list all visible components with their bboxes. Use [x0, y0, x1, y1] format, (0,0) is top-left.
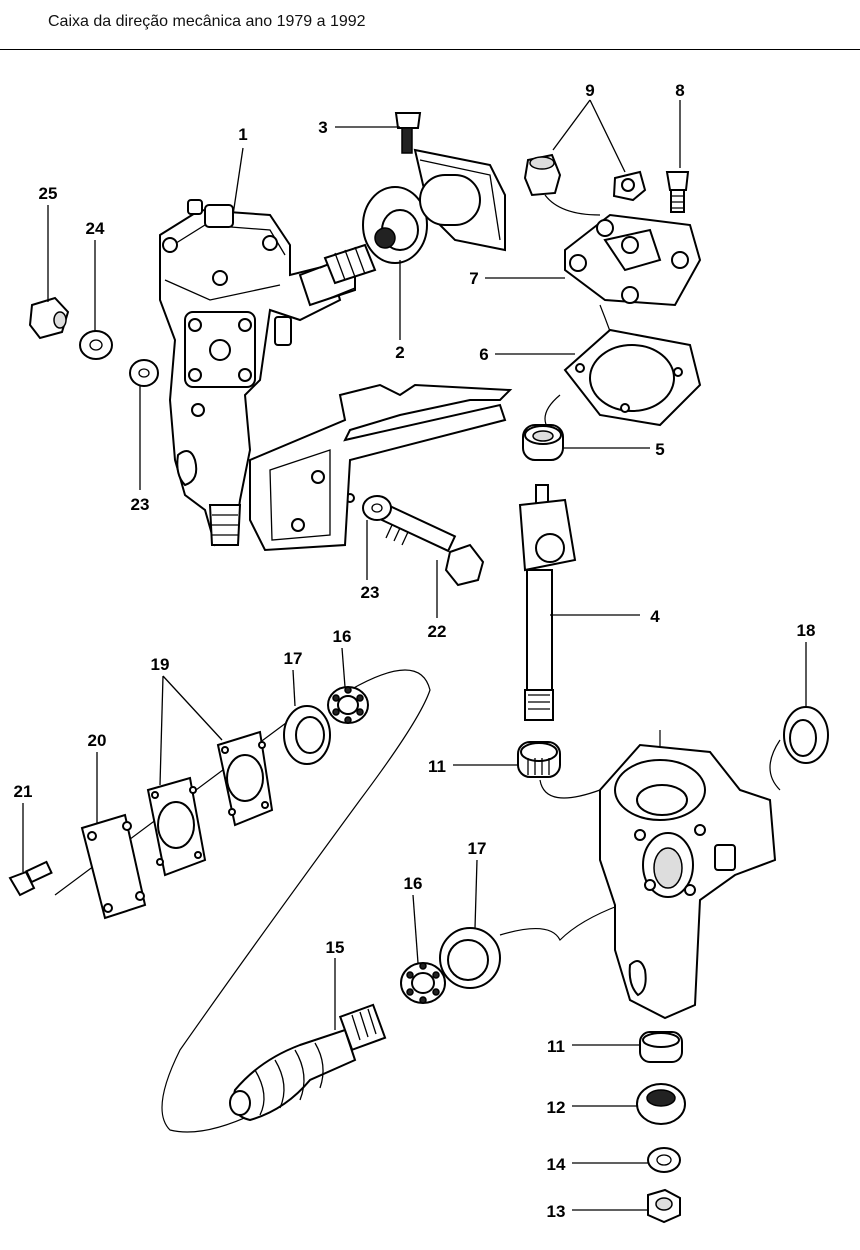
seal-18 [783, 706, 829, 764]
callout-2: 2 [395, 343, 404, 362]
washer-23-right [345, 493, 392, 521]
top-cover-plate [564, 213, 702, 307]
page-title: Caixa da direção mecânica ano 1979 a 199… [48, 13, 366, 30]
assembly-path-seal [499, 904, 621, 942]
callout-7: 7 [469, 269, 478, 288]
washer-23-left [129, 359, 159, 387]
leader-lines [22, 99, 807, 1211]
callout-22: 22 [428, 622, 447, 641]
shim-gasket-19-front [146, 776, 207, 877]
callout-18: 18 [797, 621, 816, 640]
sector-shaft [518, 484, 577, 721]
bearing-5 [522, 424, 564, 461]
nut-25 [28, 296, 70, 340]
callout-14: 14 [547, 1155, 566, 1174]
callout-11-middle: 11 [428, 757, 446, 776]
nut-9-right [612, 170, 647, 202]
callout-4: 4 [650, 607, 660, 626]
input-shaft-spring [323, 243, 377, 285]
callout-1: 1 [238, 125, 247, 144]
lock-washer-14 [647, 1147, 681, 1173]
callout-17-lower: 17 [468, 839, 487, 858]
page-header: Caixa da direção mecânica ano 1979 a 199… [0, 0, 860, 50]
callout-15: 15 [326, 938, 345, 957]
callout-20: 20 [88, 731, 107, 750]
bolt-8 [665, 171, 690, 213]
bearing-race-17-upper [283, 705, 331, 765]
callout-19: 19 [151, 655, 170, 674]
callout-5: 5 [655, 440, 664, 459]
callout-12: 12 [547, 1098, 566, 1117]
worm-shaft [229, 1003, 387, 1122]
lock-washer-24 [79, 330, 113, 360]
assembly-loop-shaft [161, 669, 431, 1133]
callout-23-right: 23 [361, 583, 380, 602]
callout-6: 6 [479, 345, 488, 364]
callout-16-lower: 16 [404, 874, 423, 893]
ball-bearing-16-lower [400, 962, 446, 1004]
lower-gear-housing [599, 743, 777, 1020]
bolt-21 [8, 860, 53, 897]
callout-25: 25 [39, 184, 58, 203]
chassis-bracket [249, 383, 513, 552]
steering-coupling [362, 112, 506, 264]
callout-labels: 1 2 3 4 5 6 7 8 9 11 11 12 13 14 15 16 1… [14, 81, 816, 1221]
steering-box-housing [159, 199, 356, 547]
bolt-22 [378, 503, 485, 587]
ball-bearing-16-upper [327, 686, 369, 724]
shim-gasket-19-rear [216, 730, 274, 827]
top-cover-gasket [563, 328, 702, 427]
side-cover-20 [80, 813, 147, 920]
callout-3: 3 [318, 118, 327, 137]
callout-16-upper: 16 [333, 627, 352, 646]
callout-24: 24 [86, 219, 105, 238]
callout-17-upper: 17 [284, 649, 303, 668]
callout-21: 21 [14, 782, 33, 801]
nut-9-left [523, 153, 562, 197]
callout-8: 8 [675, 81, 684, 100]
callout-11-lower: 11 [547, 1037, 565, 1056]
callout-9: 9 [585, 81, 594, 100]
bearing-11-lower [639, 1031, 683, 1063]
nut-13 [647, 1188, 681, 1224]
bearing-race-17-lower [439, 927, 501, 989]
callout-13: 13 [547, 1202, 566, 1221]
bearing-11-middle [517, 741, 561, 778]
seal-12 [636, 1083, 686, 1125]
callout-23-left: 23 [131, 495, 150, 514]
